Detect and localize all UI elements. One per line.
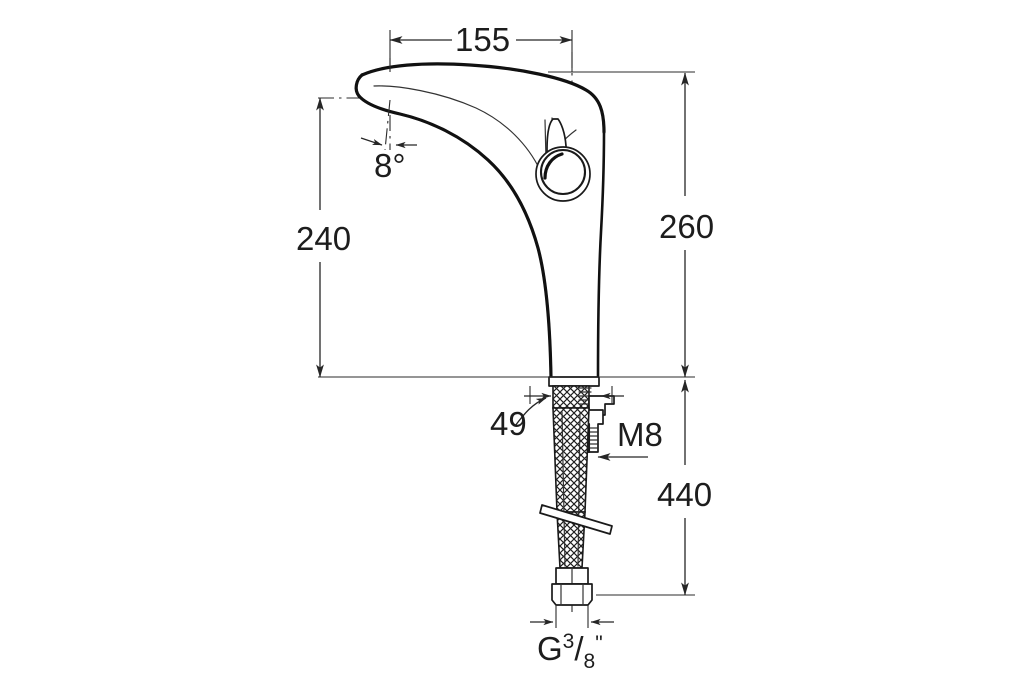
dimension-label-260: 260 bbox=[659, 208, 714, 245]
body-left-profile bbox=[357, 94, 553, 380]
angle-value: 8 bbox=[374, 147, 392, 184]
annotation-m8-group: M8 bbox=[597, 416, 663, 461]
dimension-49-group: 49 bbox=[490, 386, 624, 442]
g38-numerator: 3 bbox=[563, 630, 575, 653]
dimension-440-group: 440 bbox=[596, 379, 712, 596]
braided-hose-upper bbox=[552, 407, 590, 513]
faucet-body-group bbox=[354, 62, 606, 387]
dimension-label-440: 440 bbox=[657, 476, 712, 513]
angle-reference-line bbox=[384, 99, 391, 151]
angle-arrow-left bbox=[360, 137, 383, 146]
leader-line-49 bbox=[514, 397, 547, 427]
dimension-label-240: 240 bbox=[296, 220, 351, 257]
hose-inner-line-right bbox=[577, 411, 581, 567]
threaded-shank-upper bbox=[552, 385, 590, 409]
dimension-label-155: 155 bbox=[455, 21, 510, 58]
annotation-label-8deg: 8° bbox=[374, 147, 406, 184]
dimension-240-group: 240 bbox=[296, 97, 560, 378]
g38-hex-nut bbox=[551, 583, 593, 606]
g38-inch-mark: " bbox=[595, 632, 602, 655]
g38-nut-facets bbox=[560, 583, 584, 606]
body-base-flange bbox=[548, 376, 600, 387]
degree-symbol: ° bbox=[392, 147, 405, 184]
mounting-and-hose-group bbox=[539, 385, 615, 606]
annotation-label-g38: G3/8" bbox=[537, 630, 603, 673]
g38-slash: / bbox=[574, 630, 584, 667]
spout-tip-nose bbox=[354, 73, 364, 98]
body-top-profile bbox=[360, 62, 606, 134]
g38-prefix: G bbox=[537, 630, 563, 667]
dimension-155-group: 155 bbox=[389, 21, 573, 72]
annotation-angle-8deg-group: 8° bbox=[360, 99, 417, 184]
hose-break-symbol bbox=[539, 504, 613, 535]
lever-handle-arc-highlight bbox=[543, 152, 564, 180]
annotation-g38-group: G3/8" bbox=[530, 605, 614, 673]
hose-break-band bbox=[539, 504, 613, 535]
hose-inner-line-left bbox=[561, 411, 566, 567]
dimension-260-group: 260 bbox=[548, 71, 714, 378]
dimension-label-49: 49 bbox=[490, 405, 527, 442]
g38-denominator: 8 bbox=[584, 650, 596, 673]
lever-handle-group bbox=[535, 118, 591, 202]
spout-inner-contour bbox=[373, 85, 541, 171]
lever-handle-inner-ring bbox=[539, 148, 587, 196]
annotation-label-m8: M8 bbox=[617, 416, 663, 453]
